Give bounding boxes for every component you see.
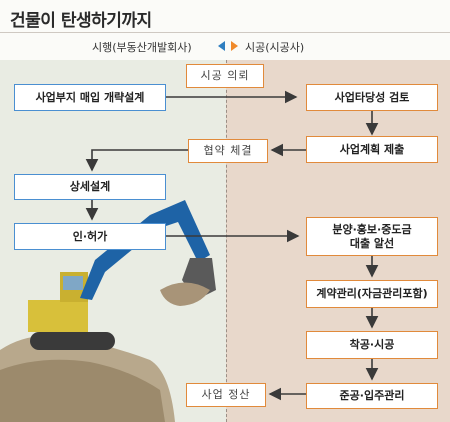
sales-box: 분양·홍보·중도금 대출 알선	[306, 217, 438, 256]
construction-request-box: 시공 의뢰	[186, 64, 264, 88]
diagram-title: 건물이 탄생하기까지	[10, 11, 152, 31]
business-plan-box: 사업계획 제출	[306, 136, 438, 163]
site-purchase-box: 사업부지 매입 개략설계	[14, 84, 166, 111]
settlement-box: 사업 정산	[186, 383, 266, 407]
title-divider	[0, 32, 450, 33]
sales-box-line2: 대출 알선	[349, 236, 395, 250]
right-arrow-icon	[231, 41, 238, 51]
contract-management-box: 계약관리(자금관리포함)	[306, 280, 438, 308]
permit-box: 인·허가	[14, 223, 166, 250]
detailed-design-box: 상세설계	[14, 174, 166, 200]
sales-box-line1: 분양·홍보·중도금	[332, 223, 412, 237]
completion-box: 준공·입주관리	[306, 383, 438, 409]
legend-builder: 시공(시공사)	[245, 41, 305, 54]
left-arrow-icon	[218, 41, 225, 51]
legend-developer: 시행(부동산개발회사)	[92, 41, 192, 54]
construction-box: 착공·시공	[306, 331, 438, 359]
feasibility-review-box: 사업타당성 검토	[306, 84, 438, 111]
panel-divider	[226, 60, 227, 422]
agreement-box: 협약 체결	[188, 139, 268, 163]
